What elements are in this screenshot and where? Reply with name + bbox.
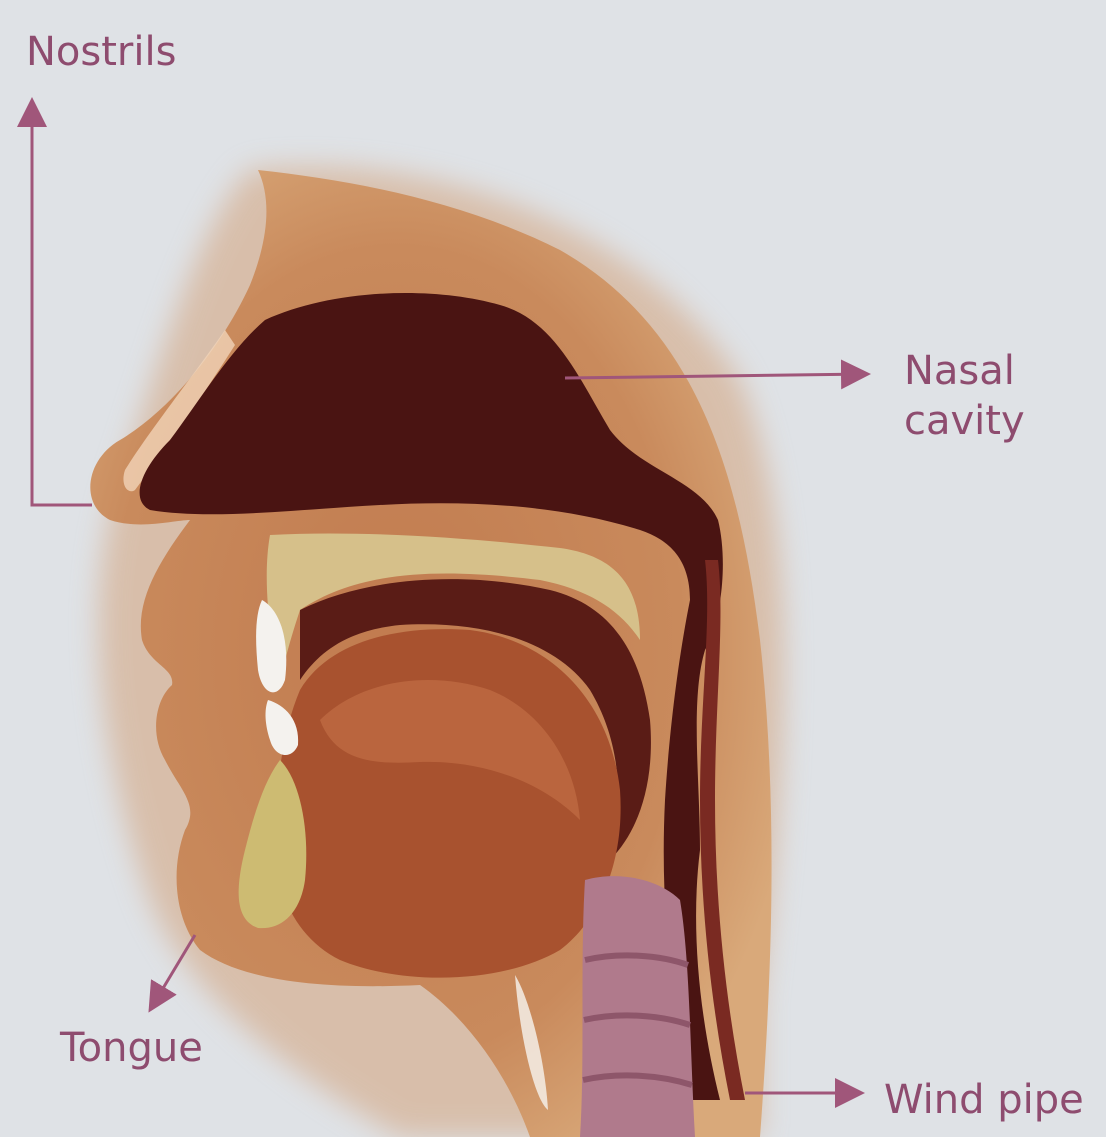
- windpipe-shape: [580, 876, 695, 1137]
- label-wind-pipe: Wind pipe: [884, 1076, 1084, 1124]
- label-nasal-cavity: Nasal cavity: [904, 346, 1025, 446]
- label-nostrils: Nostrils: [26, 28, 176, 76]
- tongue-pointer: [150, 935, 195, 1010]
- label-nasal-cavity-line1: Nasal: [904, 346, 1025, 396]
- label-nasal-cavity-line2: cavity: [904, 396, 1025, 446]
- nostrils-pointer: [32, 100, 92, 505]
- label-tongue: Tongue: [60, 1024, 203, 1072]
